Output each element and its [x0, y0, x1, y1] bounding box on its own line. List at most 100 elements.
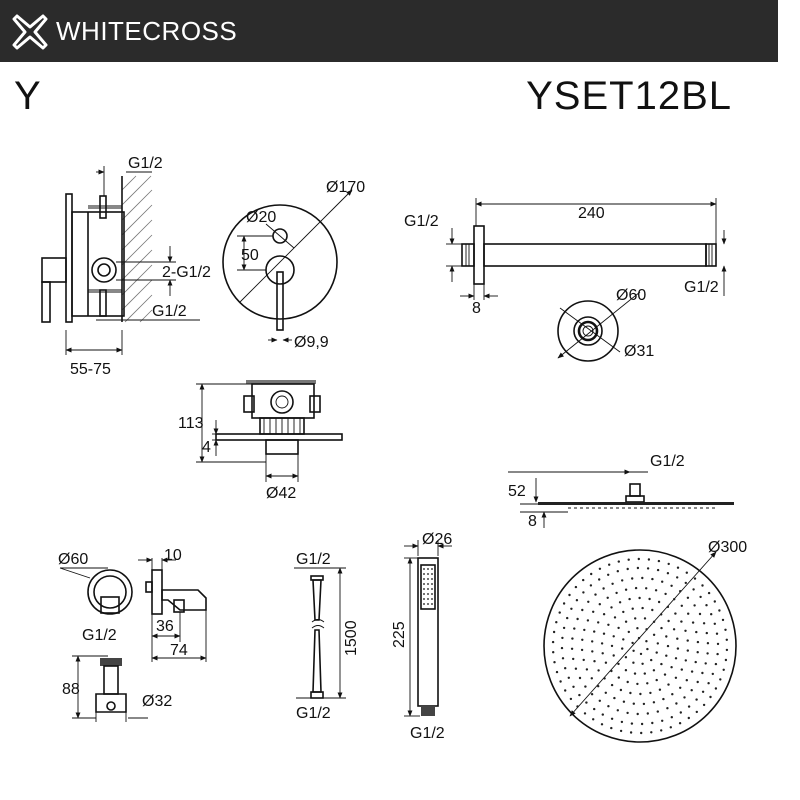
nozzle-dot	[696, 651, 699, 654]
holder-rosette-diameter: Ø60	[58, 551, 88, 568]
nozzle-dot	[710, 613, 713, 616]
nozzle-dot	[674, 676, 678, 679]
nozzle-dot	[639, 652, 643, 656]
mixer-body-view	[196, 380, 343, 482]
nozzle-dot	[581, 638, 584, 641]
nozzle-dot	[645, 587, 648, 590]
nozzle-dot	[656, 568, 660, 572]
nozzle-dot	[646, 712, 649, 715]
nozzle-dot	[576, 617, 579, 621]
nozzle-dot	[643, 672, 646, 675]
nozzle-dot	[676, 566, 680, 569]
nozzle-dot	[555, 621, 558, 624]
hand-shower-diameter: Ø26	[422, 531, 452, 548]
hand-shower-thread: G1/2	[410, 725, 445, 742]
brand-header: WHITECROSS	[0, 0, 778, 62]
rosette-diameter: Ø60	[616, 287, 646, 304]
nozzle-dot	[555, 670, 559, 674]
arm-left-thread: G1/2	[404, 213, 439, 230]
shower-hose	[294, 567, 346, 699]
nozzle-dot	[640, 731, 643, 735]
nozzle-dot	[637, 636, 641, 640]
nozzle-dot	[611, 582, 614, 585]
nozzle-dot	[632, 649, 635, 652]
nozzle-dot	[566, 616, 569, 620]
holder-thread: G1/2	[82, 627, 117, 644]
nozzle-dot	[679, 686, 682, 689]
nozzle-dot	[594, 593, 597, 596]
nozzle-dot	[650, 658, 653, 662]
nozzle-dot	[645, 640, 648, 643]
nozzle-dot	[684, 581, 687, 585]
nozzle-dot	[667, 683, 670, 686]
nozzle-dot	[679, 711, 682, 714]
hose-top-thread: G1/2	[296, 551, 331, 568]
nozzle-dot	[678, 722, 682, 725]
nozzle-dot	[602, 613, 606, 616]
nozzle-dot	[589, 584, 593, 587]
nozzle-dot	[561, 657, 565, 660]
nozzle-dot	[641, 606, 644, 610]
holder-socket-diameter: Ø32	[142, 693, 172, 710]
nozzle-dot	[613, 616, 617, 619]
nozzle-dot	[624, 669, 628, 672]
mixer-side-view	[41, 166, 200, 355]
nozzle-dot	[701, 671, 704, 675]
mixer-plate-front	[222, 189, 353, 343]
nozzle-dot	[592, 610, 595, 613]
nozzle-dot	[683, 696, 686, 699]
nozzle-dot	[603, 677, 606, 680]
nozzle-dot	[639, 692, 642, 696]
nozzle-dot	[627, 630, 630, 634]
nozzle-dot	[672, 628, 676, 631]
nozzle-dot	[651, 721, 654, 725]
nozzle-dot	[582, 658, 585, 662]
hand-shower-length: 225	[391, 621, 408, 648]
nozzle-dot	[570, 607, 573, 610]
nozzle-dot	[574, 585, 578, 589]
nozzle-dot	[636, 712, 639, 716]
nozzle-dot	[592, 718, 595, 721]
nozzle-dot	[580, 648, 584, 652]
nozzle-dot	[600, 723, 604, 726]
nozzle-dot	[591, 650, 594, 653]
nozzle-dot	[616, 570, 619, 573]
nozzle-dot	[679, 590, 682, 593]
nozzle-dot	[706, 652, 709, 655]
nozzle-dot	[696, 640, 700, 644]
nozzle-dot	[578, 693, 581, 697]
nozzle-dot	[634, 586, 638, 590]
nozzle-dot	[590, 572, 593, 576]
nozzle-dot	[665, 654, 668, 657]
nozzle-dot	[613, 696, 616, 700]
nozzle-dot	[716, 642, 720, 646]
overhead-thread: G1/2	[650, 453, 685, 470]
nozzle-dot	[607, 573, 610, 576]
nozzle-dot	[615, 591, 618, 595]
holder-height: 88	[62, 681, 80, 698]
body-height: 113	[178, 415, 204, 432]
nozzle-dot	[602, 632, 606, 635]
nozzle-dot	[610, 644, 614, 648]
nozzle-dot	[597, 685, 600, 688]
nozzle-dot	[622, 610, 625, 614]
nozzle-dot	[656, 710, 659, 713]
nozzle-dot	[642, 702, 646, 706]
nozzle-dot	[714, 662, 718, 666]
nozzle-dot	[578, 676, 582, 680]
mixer-side-thread: 2-G1/2	[162, 264, 211, 281]
nozzle-dot	[673, 598, 676, 601]
wall-holder-front	[59, 567, 133, 615]
nozzle-dot	[624, 620, 628, 623]
nozzle-dot	[693, 604, 696, 607]
nozzle-dot	[562, 602, 566, 605]
nozzle-dot	[686, 639, 689, 642]
nozzle-dot	[709, 695, 712, 699]
nozzle-dot	[680, 620, 683, 623]
nozzle-dot	[630, 722, 634, 725]
nozzle-dot	[716, 652, 719, 656]
nozzle-dot	[627, 558, 630, 561]
nozzle-dot	[696, 680, 699, 684]
nozzle-dot	[564, 667, 567, 670]
arm-right-thread: G1/2	[684, 279, 719, 296]
